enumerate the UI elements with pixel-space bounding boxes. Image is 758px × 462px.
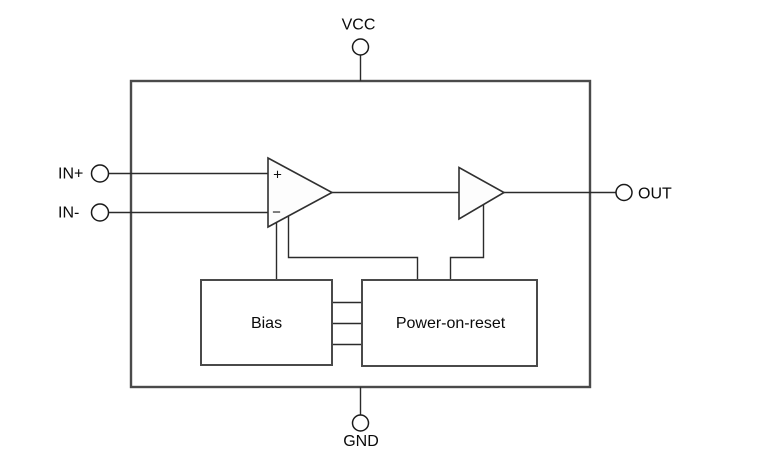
out-pin-label: OUT	[638, 186, 672, 203]
gnd-pin-terminal	[351, 414, 370, 432]
vcc-pin-terminal	[351, 38, 370, 56]
opamp-plus-input-label: +	[273, 167, 282, 184]
bias-block-label: Bias	[251, 315, 282, 332]
bias-block	[200, 279, 333, 366]
opamp-minus-input-label: −	[272, 204, 281, 221]
power-on-reset-block	[361, 279, 538, 367]
out-pin-terminal	[615, 183, 633, 202]
opamp-to-por-wire	[287, 216, 419, 281]
gnd-pin-label: GND	[343, 433, 379, 450]
buffer-triangle-symbol	[458, 166, 506, 221]
in-plus-pin-label: IN+	[58, 166, 83, 183]
in-minus-pin-label: IN-	[58, 205, 79, 222]
in-minus-pin-terminal	[90, 203, 110, 222]
buffer-to-por-wire	[449, 205, 485, 281]
power-on-reset-block-label: Power-on-reset	[396, 315, 506, 332]
opamp-triangle-symbol	[267, 156, 334, 229]
vcc-pin-label: VCC	[342, 17, 376, 34]
in-plus-pin-terminal	[90, 164, 110, 183]
